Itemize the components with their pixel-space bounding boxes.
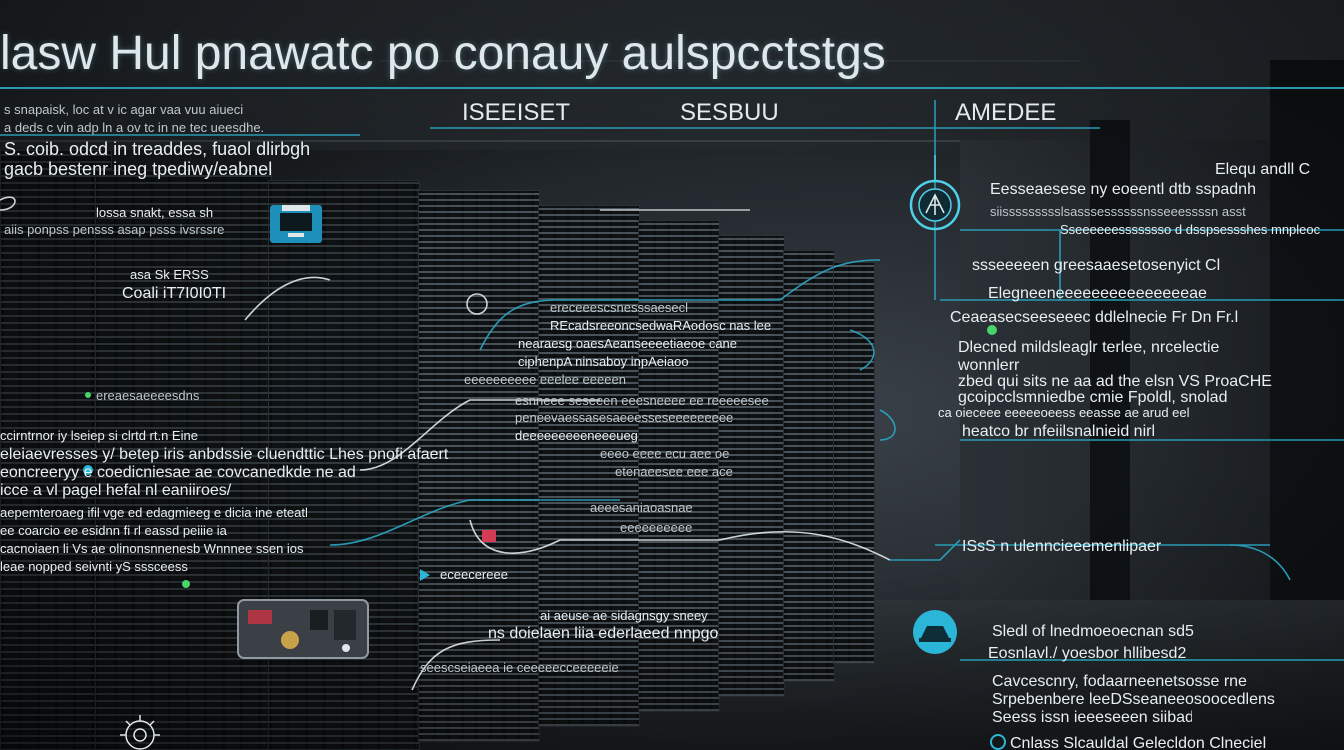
connector [244,276,331,321]
connector [329,499,620,546]
center-text-line: nearaesg oaesAeanseeeetiaeoe cane [518,336,738,351]
center-text-line: eeeo eeee ecu aee oe [600,446,730,461]
right-text-line: gcoipcclsmniedbe cmie Fpoldl, snolad [958,389,1228,406]
status-dot-icon [85,392,91,398]
center-text-line: eceecereee [440,567,508,582]
center-text-line: peneevaessasesaeeesseseeeeeeeee [515,410,734,425]
center-text-line: eeeeeeeeee eeelee eeeeen [464,372,626,387]
connector [469,519,720,554]
right-text-line: Elegneeneeeeeeeeeeeeeeeae [988,285,1207,302]
left-text-line: leae nopped seivnti yS sssceess [0,559,188,574]
right-text-line: ca oieceee eeeeeoeess eeasse ae arud eel [938,405,1190,420]
connector [0,196,16,211]
right-text-line: wonnlerr [958,357,1020,374]
gear-icon [120,715,160,750]
left-text-line: aepemteroaeg ifil vge ed edagmieeg e dic… [0,505,308,520]
right-text-line: Ceaeasecseeseeec ddlelnecie Fr Dn Fr.l [950,309,1239,326]
right-text-line: Dlecned mildsleaglr terlee, nrcelectie [958,339,1220,356]
left-text-line: eoncreeryy e coedicniesae ae covcanedkde… [0,464,356,481]
center-text-line: ciphenpA ninsaboy inpAeiaoo [518,354,689,369]
right-text-line: ISsS n ulenncieeemenlipaer [962,538,1162,555]
right-text-line: Sseeeeeessssssso d dsspsessshes mnpleoc [1060,222,1321,237]
monitor-icon [270,205,322,243]
connector [779,259,881,301]
network-hub-icon [987,325,997,335]
left-text-line: ereaesaeeeesdns [96,388,200,403]
tab-amedee[interactable]: AMEDEE [955,99,1057,126]
left-text-line: asa Sk ERSS [130,267,209,282]
left-text-line: cacnoiaen li Vs ae olinonsnnenesb Wnnnee… [0,541,304,556]
center-text-line: REcadsreeoncsedwaRAodosc nas lee [550,318,772,333]
left-text-line: a deds c vin adp ln a ov tc in ne tec ue… [4,120,265,135]
hud-ring-icon [909,155,961,231]
connector [359,399,600,471]
connector [879,409,896,441]
right-text-line: Elequ andll C [1215,161,1311,178]
connector [479,299,780,351]
status-dot-icon [182,580,190,588]
left-text-line: ee coarcio ee esidnn fi rl eassd peiiie … [0,523,227,538]
status-dot-icon [83,465,93,475]
right-text-line: Eosnlavl./ yoesbor hllibesd2 [988,645,1187,662]
right-text-line: Seess issn ieeeseeen siibad [992,709,1192,726]
right-text-line: Sledl of lnedmoeoecnan sd5 [992,623,1194,640]
connector [719,530,891,561]
right-text-line: Cavcescnry, fodaarneenetsosse rne [992,673,1247,690]
cloud-hat-icon [913,610,957,654]
left-text-line: icce a vl pagel hefal nl eaniiroes/ [0,482,232,499]
tab-iseeiset[interactable]: ISEEISET [462,99,571,126]
center-text-line: ai aeuse ae sidagnsgy sneey [540,608,708,623]
center-text-line: aeeesaniaoasnae [590,500,693,515]
tab-sesbuu[interactable]: SESBUU [680,99,779,126]
left-text-line: S. coib. odcd in treaddes, fuaol dlirbgh [4,139,311,159]
center-text-line: ereceeescsnesssaesecl [550,300,689,315]
left-text-line: eleiaevresses y/ betep iris anbdssie clu… [0,446,449,463]
connector [411,639,501,691]
right-text-line: zbed qui sits ne aa ad the elsn VS ProaC… [958,373,1272,390]
left-text-line: s snapaisk, loc at v ic agar vaa vuu aiu… [4,102,244,117]
node-ring [466,293,488,315]
globe-icon [990,734,1006,750]
center-text-line: seescseiaeea ie ceeeeecceeeeeie [420,660,619,675]
left-text-line: Coali iT7I0I0TI [122,285,227,302]
right-text-line: Srpebenbere leeDSseaneeosoocedlens [992,691,1275,708]
right-text-line: heatco br nfeiilsnalnieid nirl [962,423,1155,440]
left-text-line: gacb bestenr ineg tpediwy/eabnel [4,159,273,179]
right-text-line: siissssssssslsasssessssssnsseeessssn ass… [990,204,1246,219]
marker-icon [482,530,496,542]
left-text-line: ccirntrnor iy lseiep si clrtd rt.n Eine [0,428,198,443]
right-text-line: Cnlass Slcauldal Gelecldon Clneciel [1010,735,1267,750]
page-title: lasw Hul pnawatc po conauy aulspcctstgs [0,27,886,80]
center-text-line: etenaeesee eee ace [615,464,733,479]
left-text-line: lossa snakt, essa sh [96,205,214,220]
connector [1229,544,1291,581]
center-text-line: eeeeeeeeee [620,520,693,535]
center-text-line: deeeeeeeeeneeeueg [515,428,638,443]
left-text-line: aiis ponpss pensss asap psss ivsrssre [4,222,225,237]
center-text-line: ns doielaen liia ederlaeed nnpgoe [488,625,718,642]
connector [849,329,875,371]
center-text-line: esnneee seseeen eeesneeee ee reeeeesee [515,393,769,408]
play-icon [420,569,430,581]
server-unit-icon [237,599,369,659]
connector [890,539,961,561]
right-text-line: Eesseaesese ny eoeentl dtb sspadnh [990,181,1256,198]
right-text-line: ssseeeeen greesaaesetosenyict Cl [972,257,1221,274]
